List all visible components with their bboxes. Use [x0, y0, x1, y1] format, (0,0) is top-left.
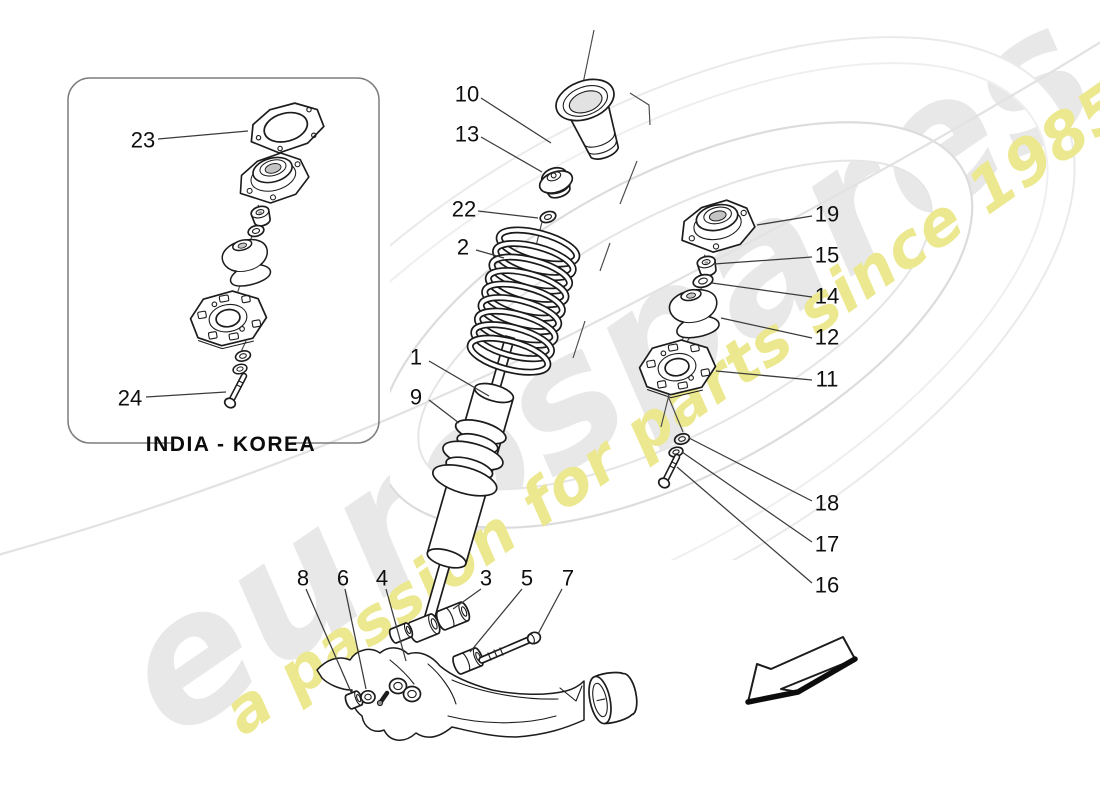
- leader-line-8: [305, 588, 352, 693]
- leader-line-10: [480, 97, 552, 144]
- arm-eyelet-1: [388, 677, 408, 695]
- callout-13[interactable]: 13: [455, 122, 479, 147]
- part-8-nut: [344, 690, 364, 710]
- part-13-bump-stop: [538, 166, 574, 199]
- leader-line-4: [385, 588, 407, 662]
- leader-line-7: [537, 588, 563, 635]
- arm-eyelet-2: [402, 685, 422, 703]
- left-top-mount: [232, 146, 314, 211]
- left-nut: [248, 202, 274, 229]
- watermark-swoosh-line: [0, 41, 1100, 556]
- callout-6[interactable]: 6: [337, 566, 349, 591]
- leader-line-5: [469, 588, 523, 653]
- callout-22[interactable]: 22: [452, 197, 476, 222]
- inset-region-label: INDIA - KOREA: [146, 433, 316, 456]
- left-lower-washer-1: [233, 348, 253, 364]
- callout-5[interactable]: 5: [521, 566, 533, 591]
- callout-7[interactable]: 7: [562, 566, 574, 591]
- shock-eye-sleeve: [407, 613, 441, 643]
- leader-line-24: [145, 391, 227, 398]
- left-hex-plate: [186, 285, 272, 355]
- callout-10[interactable]: 10: [455, 82, 479, 107]
- part-18-washer: [673, 432, 691, 446]
- direction-arrow: [745, 636, 858, 705]
- leader-line-15: [713, 256, 813, 265]
- callout-8[interactable]: 8: [297, 566, 309, 591]
- leader-line-11: [715, 370, 813, 381]
- arm-bushing-right: [588, 671, 638, 725]
- leader-line-22: [477, 210, 539, 219]
- leader-line-2: [475, 249, 505, 259]
- part-22-washer: [539, 210, 557, 224]
- leader-line-16: [676, 466, 813, 584]
- leader-line-19: [756, 215, 813, 226]
- callout-2[interactable]: 2: [457, 235, 469, 260]
- leader-line-14: [711, 282, 813, 298]
- watermark-swoosh: [390, 36, 1076, 560]
- leader-line-18: [688, 437, 813, 502]
- callout-15[interactable]: 15: [815, 243, 839, 268]
- part-1-shock-absorber: [422, 335, 516, 626]
- suspension-arm: [316, 647, 638, 741]
- callout-17[interactable]: 17: [815, 532, 839, 557]
- leader-line-9: [428, 399, 460, 424]
- leader-line-12: [720, 317, 813, 339]
- leader-line-6: [344, 588, 367, 690]
- part-9-spring-seat: [432, 419, 507, 497]
- part-5-bushing: [452, 647, 484, 675]
- part-10-dust-cover: [555, 78, 620, 160]
- part-2-coil-spring: [466, 226, 581, 376]
- part-23-gasket-plate: [243, 96, 329, 160]
- callout-14[interactable]: 14: [815, 284, 839, 309]
- leader-line-3: [452, 588, 482, 610]
- left-rubber-mount: [218, 233, 276, 291]
- part-6-washer: [360, 689, 376, 705]
- callout-16[interactable]: 16: [815, 573, 839, 598]
- left-washer: [246, 223, 266, 239]
- callout-24[interactable]: 24: [118, 386, 142, 411]
- leader-line-23: [157, 130, 249, 140]
- part-24-bolt: [223, 372, 248, 409]
- part-4-bushing: [388, 622, 414, 644]
- callout-19[interactable]: 19: [815, 202, 839, 227]
- callout-1[interactable]: 1: [410, 345, 422, 370]
- callout-23[interactable]: 23: [131, 128, 155, 153]
- leader-line-13: [480, 136, 543, 173]
- part-7-bolt: [478, 631, 542, 664]
- inset-box: [67, 77, 380, 444]
- part-14-washer: [692, 273, 714, 289]
- part-16-bolt: [657, 453, 681, 489]
- callout-4[interactable]: 4: [376, 566, 388, 591]
- callout-12[interactable]: 12: [815, 325, 839, 350]
- callout-3[interactable]: 3: [480, 566, 492, 591]
- axis-line-lower: [667, 395, 684, 433]
- callout-11[interactable]: 11: [816, 367, 839, 392]
- leader-line-17: [681, 451, 813, 543]
- callout-18[interactable]: 18: [815, 491, 839, 516]
- callout-9[interactable]: 9: [410, 385, 422, 410]
- arm-stud: [376, 690, 390, 707]
- leader-line-1: [428, 360, 490, 397]
- inset-box-border: [67, 77, 380, 444]
- spring-coils: [466, 226, 581, 376]
- part-3-bushing: [435, 601, 471, 631]
